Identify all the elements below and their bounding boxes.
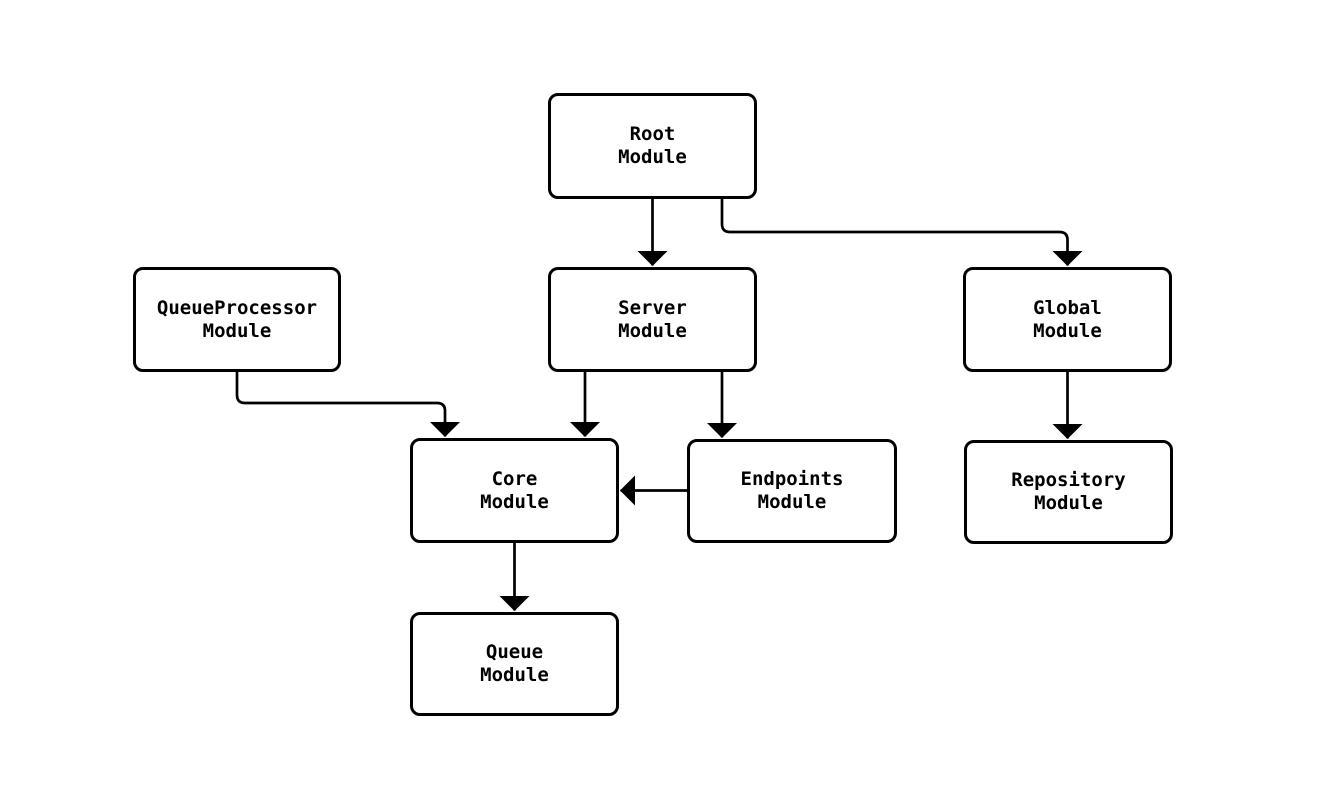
node-label: Global Module [1033,296,1102,342]
node-label: Root Module [618,123,687,168]
edge-root-to-global [720,197,1083,266]
edge-queueprocessor-to-core [235,370,460,437]
node-root-module: Root Module [548,93,757,199]
node-label: Endpoints Module [740,468,844,513]
node-global-module: Global Module [963,267,1172,372]
node-label: Server Module [618,296,687,342]
node-label: QueueProcessor Module [156,296,318,342]
node-endpoints-module: Endpoints Module [687,439,897,543]
node-label: Queue Module [480,641,549,686]
node-queue-module: Queue Module [410,612,619,716]
node-label: Repository Module [1011,469,1126,514]
node-core-module: Core Module [410,438,619,543]
node-queueprocessor-module: QueueProcessor Module [133,267,341,372]
node-repository-module: Repository Module [964,440,1173,544]
node-label: Core Module [480,467,549,513]
node-server-module: Server Module [548,267,757,372]
